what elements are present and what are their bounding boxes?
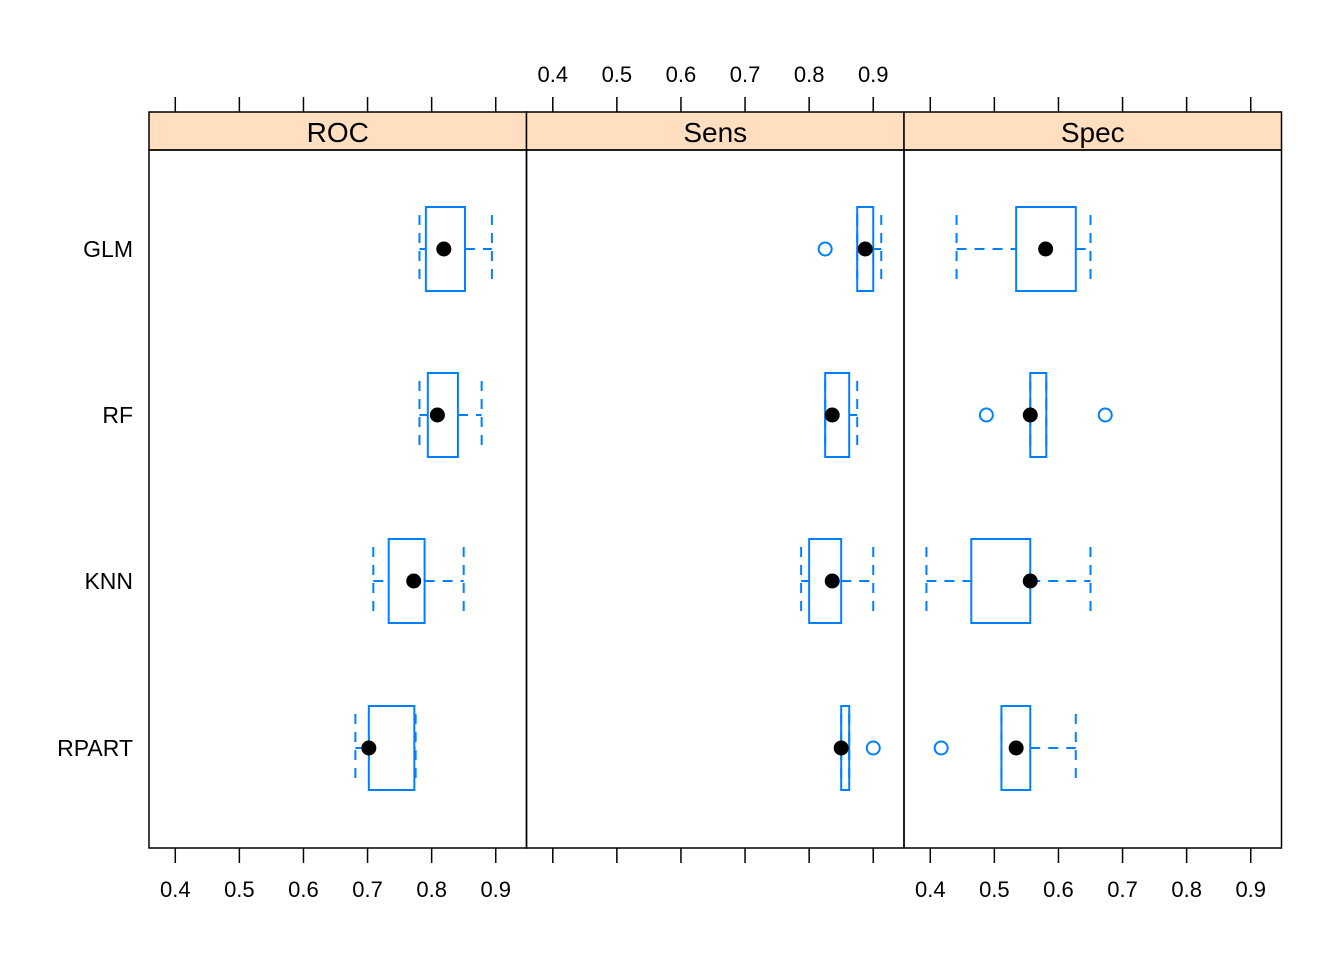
panel-frame xyxy=(525,149,905,849)
median-dot xyxy=(429,407,445,423)
panel-strip xyxy=(525,111,905,151)
bottom-tick-label: 0.4 xyxy=(160,877,191,902)
panel-strip xyxy=(148,111,528,151)
top-tick-label: 0.8 xyxy=(794,62,825,87)
median-dot xyxy=(436,241,452,257)
box-knn xyxy=(925,538,1092,624)
median-dot xyxy=(1022,573,1038,589)
iqr-box xyxy=(387,538,426,624)
box-glm xyxy=(955,206,1092,292)
top-tick-label: 0.5 xyxy=(602,62,633,87)
bottom-tick-label: 0.6 xyxy=(288,877,319,902)
bottom-tick-label: 0.5 xyxy=(979,877,1010,902)
median-dot xyxy=(1008,740,1024,756)
y-tick-label-rpart: RPART xyxy=(57,735,133,761)
iqr-box xyxy=(970,538,1032,624)
bottom-tick-label: 0.4 xyxy=(915,877,946,902)
box-knn xyxy=(800,538,875,624)
median-dot xyxy=(361,740,377,756)
panel-spec: Spec 0.4 0.5 0.6 0.7 0.8 0.9 xyxy=(903,97,1283,902)
iqr-box xyxy=(426,372,459,458)
y-tick-label-glm: GLM xyxy=(83,236,133,262)
bottom-tick-label: 0.7 xyxy=(352,877,383,902)
y-tick-label-knn: KNN xyxy=(84,568,133,594)
panel-roc: ROC 0.4 0.5 0.6 0.7 0.8 0.9 xyxy=(148,97,528,902)
panel-strip-label: Sens xyxy=(683,117,747,148)
median-dot xyxy=(833,740,849,756)
top-tick-label: 0.7 xyxy=(730,62,761,87)
median-dot xyxy=(1038,241,1054,257)
panel-frame xyxy=(903,149,1283,849)
outlier-point xyxy=(933,740,949,756)
outlier-point xyxy=(817,241,833,257)
median-dot xyxy=(824,407,840,423)
bottom-tick-label: 0.7 xyxy=(1107,877,1138,902)
box-glm xyxy=(418,206,493,292)
bottom-tick-label: 0.9 xyxy=(1235,877,1266,902)
iqr-box xyxy=(856,206,875,292)
box-rf xyxy=(978,372,1113,458)
median-dot xyxy=(1022,407,1038,423)
iqr-box xyxy=(1000,705,1032,791)
top-tick-label: 0.6 xyxy=(666,62,697,87)
panel-strip-label: ROC xyxy=(307,117,369,148)
y-tick-label-rf: RF xyxy=(102,402,133,428)
outlier-point xyxy=(1097,407,1113,423)
panel-frame xyxy=(148,149,528,849)
bottom-tick-label: 0.8 xyxy=(416,877,447,902)
iqr-box xyxy=(424,206,466,292)
panel-strip-label: Spec xyxy=(1061,117,1125,148)
box-knn xyxy=(372,538,465,624)
iqr-box xyxy=(1015,206,1077,292)
top-tick-label: 0.9 xyxy=(858,62,889,87)
box-rf xyxy=(824,372,859,458)
box-rpart xyxy=(833,705,881,791)
box-rpart xyxy=(933,705,1077,791)
bottom-tick-label: 0.5 xyxy=(224,877,255,902)
bottom-tick-label: 0.9 xyxy=(480,877,511,902)
panel-sens: Sens 0.4 0.5 0.6 0.7 0.8 0.9 xyxy=(525,62,905,863)
outlier-point xyxy=(978,407,994,423)
box-rpart xyxy=(354,705,417,791)
top-tick-label: 0.4 xyxy=(537,62,568,87)
median-dot xyxy=(406,573,422,589)
panel-strip xyxy=(903,111,1283,151)
bottom-tick-label: 0.8 xyxy=(1171,877,1202,902)
median-dot xyxy=(857,241,873,257)
outlier-point xyxy=(865,740,881,756)
box-rf xyxy=(418,372,483,458)
bottom-tick-label: 0.6 xyxy=(1043,877,1074,902)
median-dot xyxy=(824,573,840,589)
iqr-box xyxy=(808,538,843,624)
box-glm xyxy=(817,206,883,292)
